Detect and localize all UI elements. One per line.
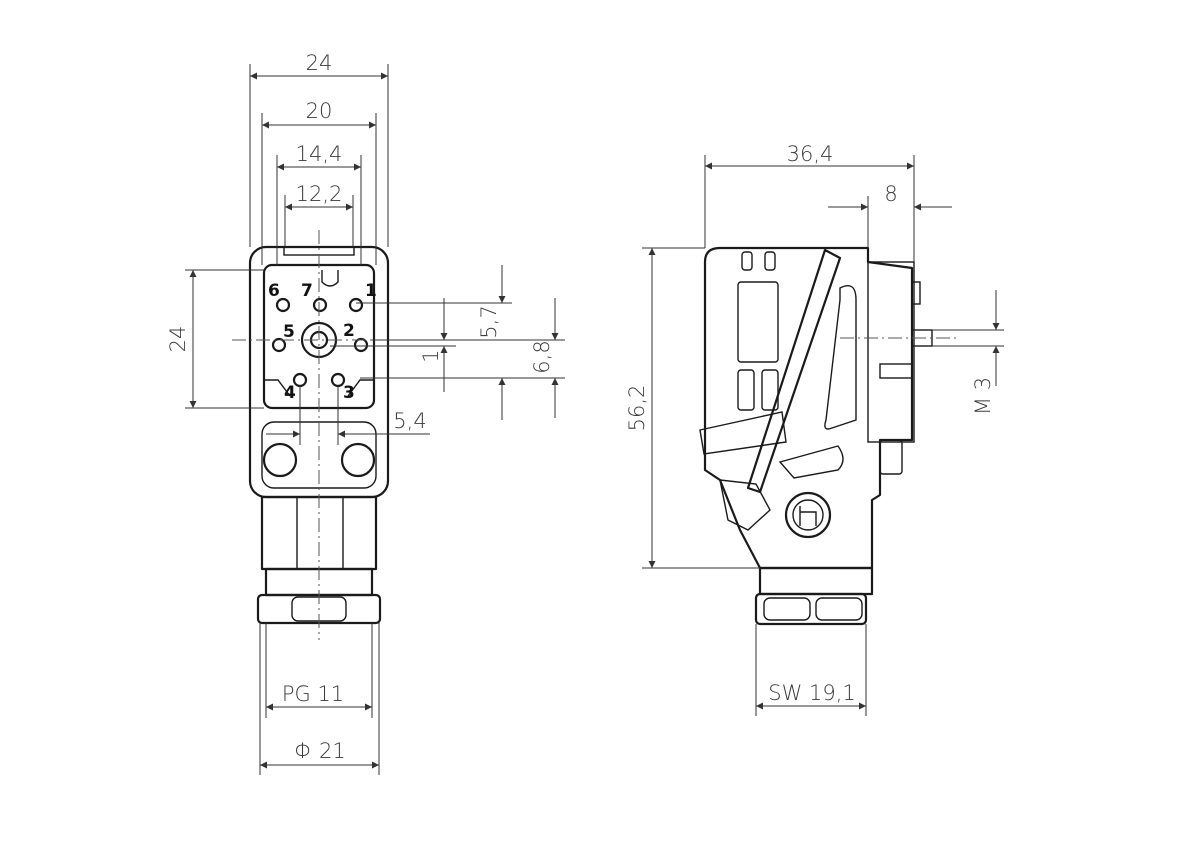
pin-label-3: 3: [343, 383, 355, 403]
front-dimension-lines: [185, 64, 565, 775]
side-dimension-lines: [642, 155, 1004, 716]
dim-wrench-sw: SW 19,1: [768, 681, 856, 705]
pin-label-7: 7: [301, 281, 313, 301]
dim-diameter-21: Φ 21: [294, 739, 345, 763]
pin-label-5: 5: [283, 322, 295, 342]
dim-screw-m3: M 3: [971, 377, 995, 415]
dim-depth-8: 8: [884, 182, 897, 206]
dim-length-36-4: 36,4: [787, 142, 834, 166]
dim-width-20: 20: [306, 99, 333, 123]
pin-label-6: 6: [268, 281, 280, 301]
dim-offset-5-7: 5,7: [477, 305, 501, 338]
dim-offset-6-8: 6,8: [530, 340, 554, 373]
pin-label-1: 1: [365, 281, 377, 301]
dim-pin-spacing-5-4: 5,4: [393, 409, 426, 433]
dim-thread-pg11: PG 11: [282, 682, 344, 706]
pin-label-2: 2: [343, 321, 355, 341]
side-view: 36,4 8 56,2 M 3 SW 19,1: [625, 142, 1004, 716]
dim-width-24: 24: [306, 51, 333, 75]
dim-width-12-2: 12,2: [296, 182, 343, 206]
dim-height-24: 24: [166, 326, 190, 353]
side-housing: [699, 246, 933, 626]
pin-contacts: [271, 297, 369, 388]
pin-label-4: 4: [284, 383, 296, 403]
front-centerlines: [232, 230, 404, 640]
dim-height-56-2: 56,2: [625, 385, 649, 432]
dim-width-14-4: 14,4: [296, 142, 343, 166]
dim-offset-1: 1: [419, 349, 443, 362]
front-view: 1 2 3 4 5 6 7: [166, 51, 565, 775]
